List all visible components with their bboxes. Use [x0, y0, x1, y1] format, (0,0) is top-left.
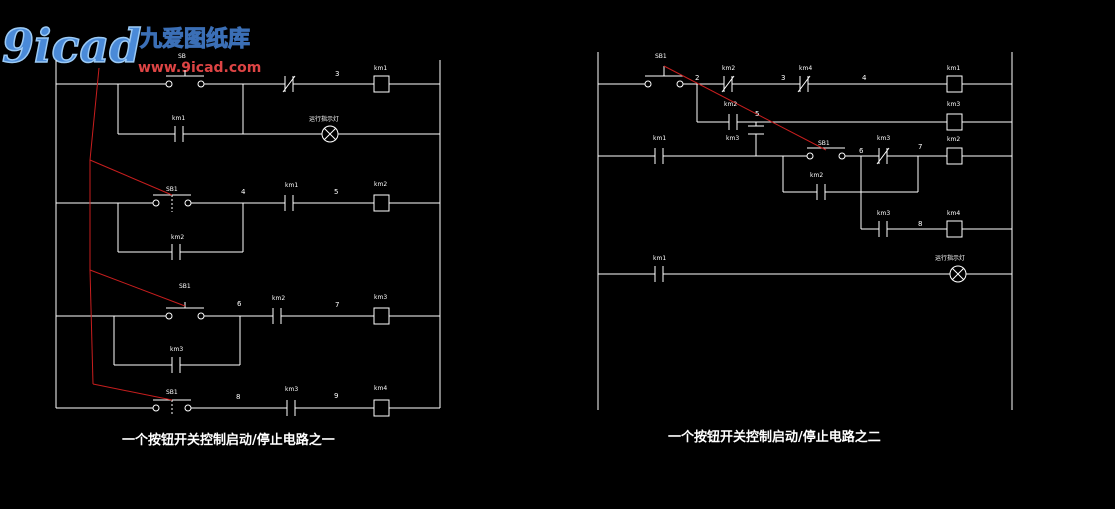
site-logo[interactable]: 9icad 九爱图纸库 www.9icad.com: [1, 18, 261, 76]
label-sb1-r2: SB1: [166, 186, 178, 193]
label-km2-seal: km2: [171, 234, 184, 241]
label-sb1-r3: SB1: [179, 283, 191, 290]
label-km1-seal: km1: [172, 115, 185, 122]
d2-km4-coil: [946, 220, 963, 238]
d2-label-sb1-mid: SB1: [818, 140, 830, 147]
d2-label-lamp: 运行指示灯: [935, 254, 965, 262]
diagram-two-labels: SB1 2 km2 3 km4 4 km1 km2 5 km3 km3 km1 …: [653, 53, 965, 445]
d2-node-3: 3: [781, 74, 785, 82]
mechanical-link-dashed: [89, 67, 186, 401]
node-5: 5: [334, 188, 338, 196]
node-3: 3: [335, 70, 339, 78]
sb-contact-left: [165, 80, 173, 88]
km2-coil: [373, 194, 390, 212]
d2-label-sb1-top: SB1: [655, 53, 667, 60]
label-lamp-1: 运行指示灯: [309, 115, 339, 123]
d2-label-km2-nc: km2: [722, 65, 735, 72]
d2-label-km2-no: km2: [724, 101, 737, 108]
label-km3-r4: km3: [285, 386, 298, 393]
caption-diagram-one: 一个按钮开关控制启动/停止电路之一: [122, 432, 335, 448]
d2-rung-1: [598, 66, 1012, 93]
d2-rung-2: [696, 84, 1012, 156]
circuit-diagram-two: [597, 52, 1013, 410]
label-sb1-r4: SB1: [166, 389, 178, 396]
rung-3: [56, 302, 440, 373]
d2-label-km2-seal: km2: [810, 172, 823, 179]
label-km1-coil: km1: [374, 65, 387, 72]
label-km1-r2: km1: [285, 182, 298, 189]
d2-km2-coil: [946, 147, 963, 165]
d2-rung-lamp: [598, 265, 1012, 283]
rung-1: [56, 70, 440, 143]
node-4: 4: [241, 188, 246, 196]
km3-coil: [373, 307, 390, 325]
rung-4: [56, 399, 440, 417]
d2-mechanical-link: [663, 65, 827, 151]
km4-coil: [373, 399, 390, 417]
d2-label-km3-nc: km3: [877, 135, 890, 142]
node-8: 8: [236, 393, 240, 401]
d2-node-8: 8: [918, 220, 922, 228]
nc-contact-slash: [282, 75, 296, 93]
d2-km1-coil: [946, 75, 963, 93]
d2-node-7: 7: [918, 143, 922, 151]
node-6: 6: [237, 300, 242, 308]
d2-rung-3: [598, 147, 1012, 238]
d2-label-km3-contact: km3: [877, 210, 890, 217]
d2-km3-coil: [946, 113, 963, 131]
label-sb-top: SB: [178, 53, 186, 60]
d2-label-km4-coil: km4: [947, 210, 960, 217]
d2-label-km3-coil: km3: [947, 101, 960, 108]
rung-2: [56, 194, 440, 260]
label-km2-coil: km2: [374, 181, 387, 188]
label-km4-coil: km4: [374, 385, 387, 392]
d2-label-km4-nc: km4: [799, 65, 812, 72]
d2-node-4: 4: [862, 74, 867, 82]
diagram-one-labels: SB 3 km1 km1 运行指示灯 SB1 4 km1 5 km2 km2 S…: [122, 53, 387, 448]
logo-url: www.9icad.com: [138, 60, 261, 76]
d2-label-km3-no: km3: [726, 135, 739, 142]
label-km2-r3: km2: [272, 295, 285, 302]
d2-label-km1-contact: km1: [653, 135, 666, 142]
d2-label-km2-coil: km2: [947, 136, 960, 143]
d2-node-2: 2: [695, 74, 699, 82]
d2-node-6: 6: [859, 147, 864, 155]
label-km3-seal: km3: [170, 346, 183, 353]
sb-contact-right: [197, 80, 205, 88]
km1-coil: [373, 75, 390, 93]
circuit-diagram-one: [55, 60, 441, 417]
d2-node-5: 5: [755, 110, 759, 118]
node-9: 9: [334, 392, 338, 400]
logo-mark: 9icad: [2, 19, 141, 73]
node-7: 7: [335, 301, 339, 309]
label-km3-coil: km3: [374, 294, 387, 301]
d2-label-km1-coil: km1: [947, 65, 960, 72]
d2-label-km1-lamp: km1: [653, 255, 666, 262]
logo-title: 九爱图纸库: [139, 26, 250, 52]
caption-diagram-two: 一个按钮开关控制启动/停止电路之二: [668, 429, 881, 445]
